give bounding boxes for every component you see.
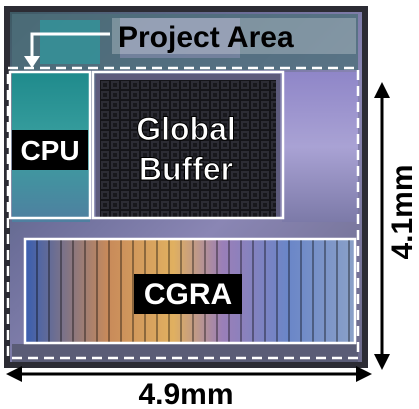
global-buffer-label-line2: Buffer bbox=[139, 151, 233, 187]
height-arrow-top bbox=[374, 82, 390, 98]
global-buffer-label-line1: Global bbox=[136, 111, 236, 147]
width-dimension-label: 4.9mm bbox=[138, 378, 233, 409]
cpu-label: CPU bbox=[20, 135, 79, 166]
die-photo bbox=[4, 6, 368, 368]
height-dimension-label: 4.1mm bbox=[386, 164, 419, 259]
global-buffer-outline bbox=[91, 70, 285, 220]
cgra-outline bbox=[23, 237, 357, 345]
project-area-arrowhead bbox=[24, 56, 40, 68]
project-area-label: Project Area bbox=[118, 21, 294, 54]
project-area-label-bg bbox=[112, 18, 356, 54]
width-arrow-left bbox=[6, 366, 22, 382]
cpu-label-box bbox=[12, 130, 88, 170]
height-arrow-bottom bbox=[374, 354, 390, 370]
width-arrow-right bbox=[356, 366, 372, 382]
project-area-arrow bbox=[30, 32, 110, 64]
cpu-outline bbox=[8, 70, 92, 220]
cgra-label-box bbox=[134, 274, 242, 314]
cgra-label: CGRA bbox=[144, 278, 232, 311]
